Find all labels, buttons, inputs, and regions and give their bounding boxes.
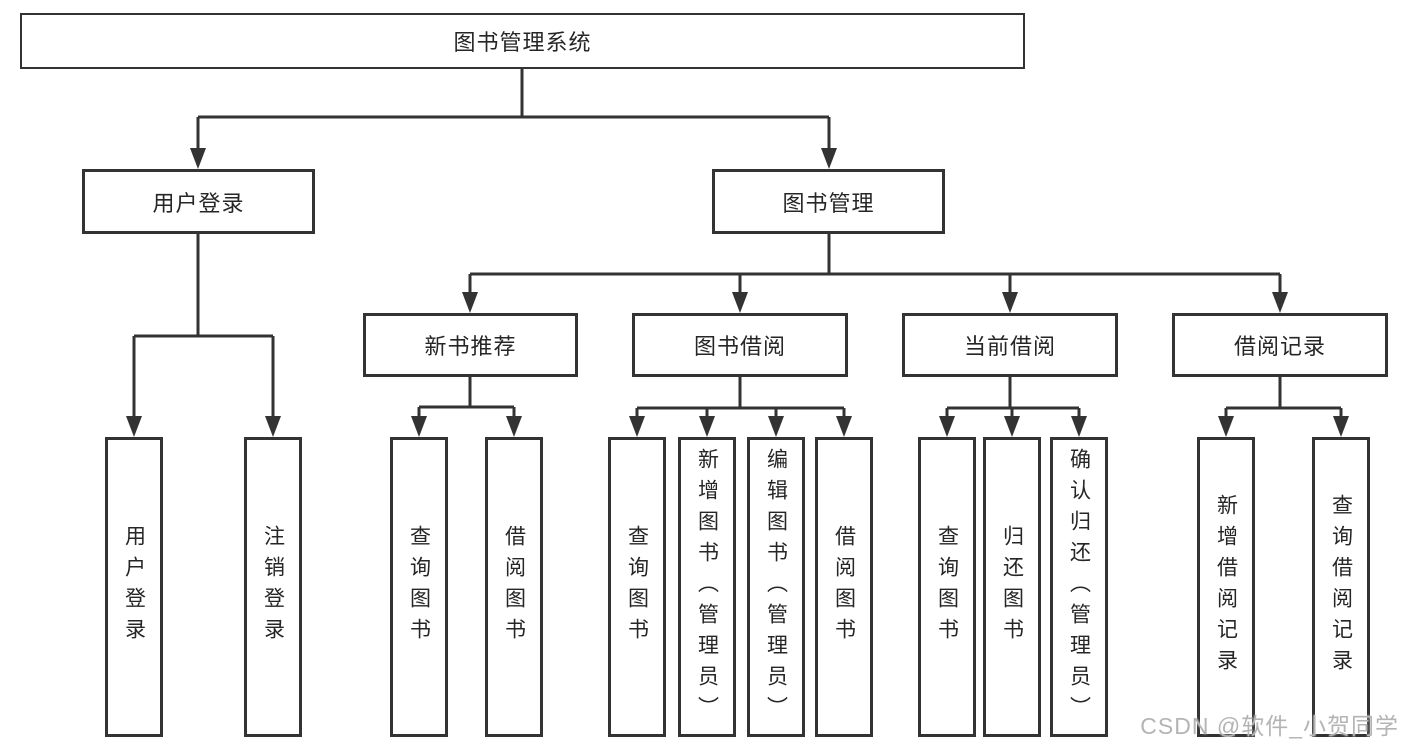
leaf-query-books-borrow-label: 查询图书 xyxy=(625,525,649,649)
leaf-query-books-current-label: 查询图书 xyxy=(935,525,959,649)
root-node-library-management-system: 图书管理系统 xyxy=(20,13,1025,69)
leaf-borrow-books-label: 借阅图书 xyxy=(832,525,856,649)
node-book-management: 图书管理 xyxy=(712,169,945,234)
leaf-add-books-admin-label: 新增图书（管理员） xyxy=(695,447,719,727)
leaf-borrow-books-recommend-label: 借阅图书 xyxy=(502,525,526,649)
leaf-confirm-return-admin: 确认归还（管理员） xyxy=(1050,437,1108,737)
leaf-return-books: 归还图书 xyxy=(983,437,1041,737)
leaf-query-borrow-record-label: 查询借阅记录 xyxy=(1329,494,1353,680)
leaf-query-books-current: 查询图书 xyxy=(918,437,976,737)
leaf-borrow-books-recommend: 借阅图书 xyxy=(485,437,543,737)
leaf-edit-books-admin: 编辑图书（管理员） xyxy=(747,437,805,737)
node-book-borrowing: 图书借阅 xyxy=(632,313,848,377)
leaf-query-books-recommend-label: 查询图书 xyxy=(407,525,431,649)
leaf-edit-books-admin-label: 编辑图书（管理员） xyxy=(764,447,788,727)
node-borrowing-records: 借阅记录 xyxy=(1172,313,1388,377)
leaf-add-books-admin: 新增图书（管理员） xyxy=(678,437,736,737)
leaf-logout: 注销登录 xyxy=(244,437,302,737)
leaf-add-borrow-record: 新增借阅记录 xyxy=(1197,437,1255,737)
leaf-return-books-label: 归还图书 xyxy=(1000,525,1024,649)
leaf-logout-label: 注销登录 xyxy=(261,525,285,649)
leaf-query-books-recommend: 查询图书 xyxy=(390,437,448,737)
leaf-borrow-books: 借阅图书 xyxy=(815,437,873,737)
leaf-query-books-borrow: 查询图书 xyxy=(608,437,666,737)
leaf-user-login-label: 用户登录 xyxy=(122,525,146,649)
csdn-watermark: CSDN @软件_小贺同学 xyxy=(1140,713,1399,739)
leaf-add-borrow-record-label: 新增借阅记录 xyxy=(1214,494,1238,680)
leaf-user-login: 用户登录 xyxy=(105,437,163,737)
leaf-query-borrow-record: 查询借阅记录 xyxy=(1312,437,1370,737)
node-user-login: 用户登录 xyxy=(82,169,315,234)
node-new-book-recommendation: 新书推荐 xyxy=(363,313,578,377)
leaf-confirm-return-admin-label: 确认归还（管理员） xyxy=(1067,447,1091,727)
node-current-borrowing: 当前借阅 xyxy=(902,313,1118,377)
